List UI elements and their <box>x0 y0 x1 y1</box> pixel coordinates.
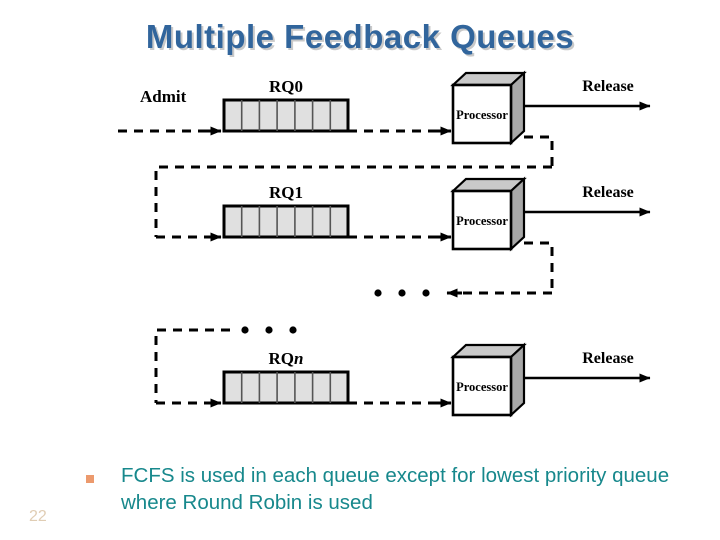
feedback-path-to-rq1 <box>154 165 552 237</box>
processor-box-0: Processor <box>450 70 527 146</box>
queue-label-rqn: RQn <box>269 349 304 368</box>
processor-box-1: Processor <box>450 176 527 252</box>
release-label-0: Release <box>582 78 634 95</box>
queue-box-rq0 <box>222 98 350 133</box>
queue-row-rqn: RQn Processor <box>156 342 651 418</box>
ellipsis-dot <box>422 289 430 297</box>
bullet-text: FCFS is used in each queue except for lo… <box>121 464 670 514</box>
ellipsis-upper <box>374 288 552 298</box>
release-label-n: Release <box>582 350 634 367</box>
queue-label-rq0: RQ0 <box>269 77 303 96</box>
admit-label: Admit <box>140 87 187 106</box>
feedback-line-out-1 <box>524 241 554 293</box>
queue-label-rq1: RQ1 <box>269 183 303 202</box>
feedback-line-out-0 <box>524 135 554 167</box>
ellipsis-dot <box>398 289 406 297</box>
ellipsis-dot <box>265 326 273 334</box>
ellipsis-dot <box>241 326 249 334</box>
square-bullet-icon <box>86 475 94 483</box>
feedback-queue-diagram: Admit RQ0 <box>0 60 720 450</box>
queue-row-rq1: RQ1 Processor <box>156 176 651 293</box>
queue-box-rq1 <box>222 204 350 239</box>
ellipsis-dot <box>289 326 297 334</box>
processor-label-1: Processor <box>456 214 508 228</box>
ellipsis-dot <box>374 289 382 297</box>
release-label-1: Release <box>582 184 634 201</box>
processor-box-n: Processor <box>450 342 527 418</box>
queue-box-rqn <box>222 370 350 405</box>
processor-label-n: Processor <box>456 380 508 394</box>
page-title: Multiple Feedback Queues <box>145 18 575 55</box>
ellipsis-lower <box>154 326 297 403</box>
queue-row-rq0: Admit RQ0 <box>118 70 651 167</box>
page-number: 22 <box>29 508 47 525</box>
processor-label-0: Processor <box>456 108 508 122</box>
ellipsis-lower-path <box>154 328 230 403</box>
